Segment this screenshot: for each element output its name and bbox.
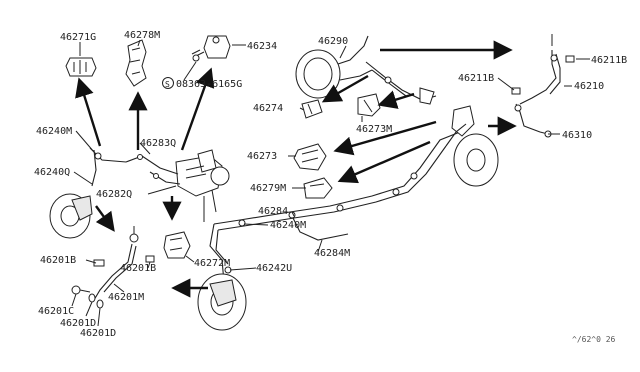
label-46273: 46273 xyxy=(247,151,277,162)
clip-46274 xyxy=(301,99,323,119)
bolt-46201C xyxy=(71,285,91,295)
left-brake-lines xyxy=(89,147,181,187)
bracket-46279M xyxy=(303,177,333,199)
diagram-code: ^/62^0 26 xyxy=(572,335,616,344)
label-46210: 46210 xyxy=(574,81,604,92)
bracket-46272M xyxy=(163,231,191,259)
label-46201B-left: 46201B xyxy=(40,255,76,266)
label-46290: 46290 xyxy=(318,36,348,47)
clip-46201B-left xyxy=(93,259,105,267)
bracket-46273 xyxy=(293,143,327,171)
label-46274: 46274 xyxy=(253,103,283,114)
label-46211B-topright: 46211B xyxy=(591,55,627,66)
label-46240M-center: 46240M xyxy=(270,220,306,231)
label-46201D-b: 46201D xyxy=(80,328,116,339)
master-cylinder xyxy=(175,149,230,222)
label-46283Q: 46283Q xyxy=(140,138,176,149)
front-hose-46201M xyxy=(93,226,139,301)
label-46211B-midright: 46211B xyxy=(458,73,494,84)
screw-symbol-letter: S xyxy=(165,80,170,89)
label-46279M: 46279M xyxy=(250,183,286,194)
rear-hose-46210 xyxy=(519,34,561,105)
label-46282Q: 46282Q xyxy=(96,189,132,200)
label-46201C: 46201C xyxy=(38,306,74,317)
label-46240M-left: 46240M xyxy=(36,126,72,137)
clip-46211B-topright xyxy=(565,55,575,63)
bracket-46273M xyxy=(357,93,381,117)
rear-disc xyxy=(453,133,499,187)
leader-lines xyxy=(71,39,590,327)
clip-46201B-center xyxy=(145,255,155,263)
label-46201M: 46201M xyxy=(108,292,144,303)
label-46240Q: 46240Q xyxy=(34,167,70,178)
label-46234: 46234 xyxy=(247,41,277,52)
label-46201B-center: 46201B xyxy=(120,263,156,274)
label-46271G: 46271G xyxy=(60,32,96,43)
label-46272M: 46272M xyxy=(194,258,230,269)
pointer-arrows xyxy=(75,40,517,298)
rear-hose-46310 xyxy=(514,103,552,138)
label-46310: 46310 xyxy=(562,130,592,141)
label-46201D-a: 46201D xyxy=(60,318,96,329)
label-46242U: 46242U xyxy=(256,263,292,274)
front-left-disc xyxy=(49,193,93,239)
front-right-disc xyxy=(197,273,247,331)
clip-46234 xyxy=(203,35,231,59)
label-46278M: 46278M xyxy=(124,30,160,41)
screw-08363 xyxy=(191,49,205,62)
bracket-46278M xyxy=(125,39,147,87)
label-46284: 46284 xyxy=(258,206,288,217)
label-08363-6165G: 08363-6165G xyxy=(176,79,242,90)
clip-46271G xyxy=(65,57,97,77)
upper-piping xyxy=(365,61,437,105)
label-46273M: 46273M xyxy=(356,124,392,135)
part-labels: 46271G 46278M 46234 08363-6165G 46290 46… xyxy=(34,30,627,344)
screw-symbol: S xyxy=(162,77,174,89)
label-46284M: 46284M xyxy=(314,248,350,259)
rear-bracket xyxy=(445,105,475,147)
